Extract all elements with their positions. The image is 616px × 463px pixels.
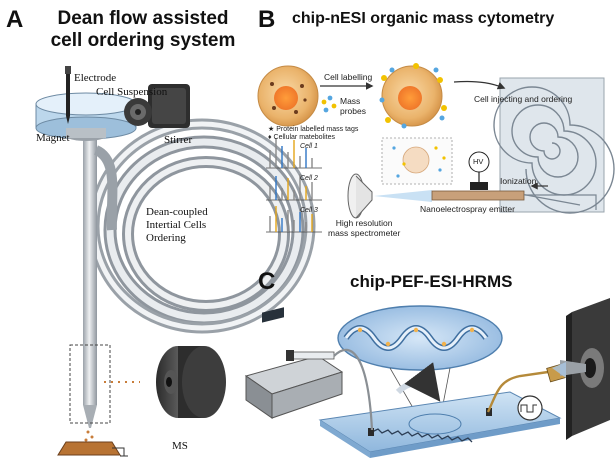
spectrum-cell3-label: Cell 3 [300,207,318,214]
spectrum-cell2-label: Cell 2 [300,175,318,182]
unlabelled-cell [257,65,319,127]
single-cell-spectra [266,138,322,233]
ms-label: MS [172,440,188,452]
legend-metabolites: ♦ Cellular matebolites [268,134,336,141]
spiral-chip [493,77,615,214]
legend-protein: ★ Protein labelled mass tags [268,126,359,133]
ionization-inset [381,137,453,185]
mass-probes-line1: Mass [340,96,361,106]
spectrum-cell1-label: Cell 1 [300,143,318,150]
cell-injecting-label: Cell injecting and ordering [474,94,573,104]
pulse-generator-icon [517,395,543,421]
cell-labelling-label: Cell labelling [324,72,373,82]
stirrer-motor [124,84,190,128]
nanoesi-label: Nanoelectrospray emitter [420,204,515,214]
emitter-tip [83,405,97,428]
panel-c-illustration [244,298,610,458]
capillary-tube [83,130,97,405]
panel-a-title: Dean flow assisted cell ordering system [44,8,242,52]
dean-coupled-label: Dean-coupled Intertial Cells Ordering [146,206,208,245]
panel-b-title: chip-nESI organic mass cytometry [292,10,555,27]
dean-label-line3: Ordering [146,232,186,244]
cell-suspension-reservoir [35,92,137,141]
tip-zoom-box [69,344,111,424]
panel-a-title-line1: Dean flow assisted [57,8,229,29]
labelled-cell [379,63,447,129]
panel-c-letter: C [258,268,276,295]
mass-probes-line2: probes [340,106,366,116]
ms-inlet-disk [156,346,226,418]
magnet-label: Magnet [36,132,70,144]
hrms-label: High resolution mass spectrometer [328,218,400,238]
stirrer-label: Stirrer [164,134,193,146]
cell-suspension-label: Cell Suspension [96,86,168,98]
panel-b-illustration [257,63,615,233]
legend-protein-text: Protein labelled mass tags [276,126,359,133]
hrms-label-line1: High resolution [335,218,393,228]
syringe-pump [244,307,344,419]
dean-label-line2: Intertial Cells [146,219,207,231]
collector-plate [57,441,121,456]
hrms-label-line2: mass spectrometer [328,228,401,238]
nanoesi-emitter [431,151,597,210]
panel-a-illustration [35,66,316,457]
mass-probes-label: Mass probes [340,96,366,116]
hrms-inlet-block [560,298,610,440]
panel-b-letter: B [258,6,276,33]
panel-a-title-line2: cell ordering system [50,30,236,51]
ionization-label: Ionization [500,176,537,186]
hv-label: HV [473,157,484,166]
microfluidic-chip [318,391,562,458]
dean-label-line1: Dean-coupled [146,206,208,218]
electrode-label: Electrode [74,72,117,84]
mass-probes [321,95,337,113]
legend-metabolites-text: Cellular matebolites [273,134,336,141]
electrode [65,66,71,124]
panel-c-title: chip-PEF-ESI-HRMS [350,272,513,291]
panel-a-letter: A [6,6,24,33]
hrms-inlet [347,173,373,219]
